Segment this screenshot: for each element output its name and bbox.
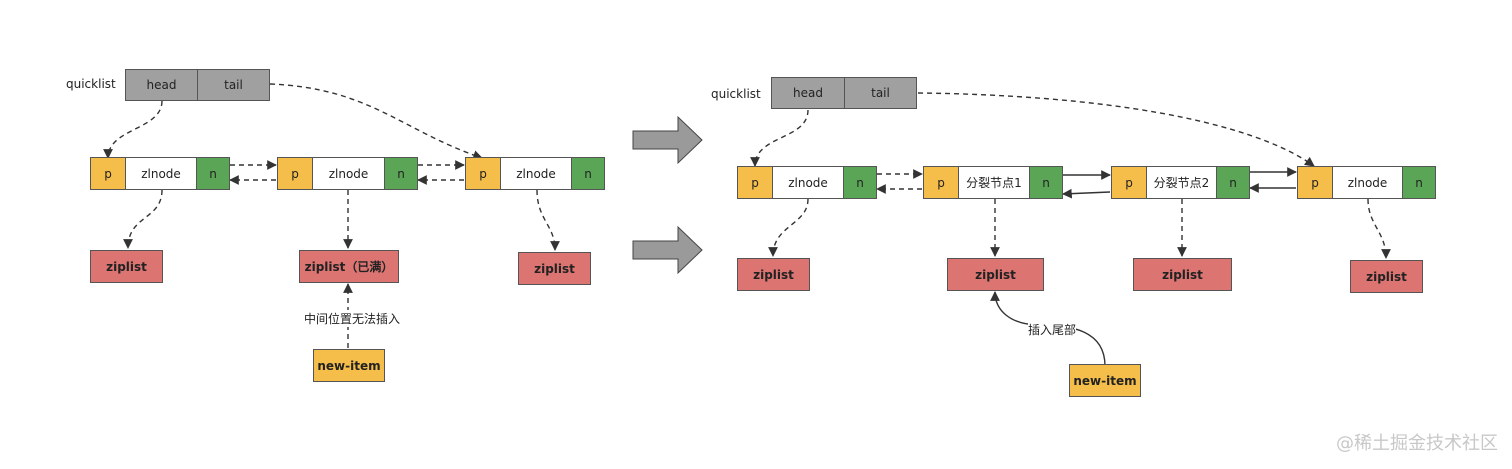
left-new-item: new-item — [313, 349, 385, 382]
right-split-node-2: p 分裂节点2 n — [1111, 166, 1250, 199]
right-node1-name-cell: zlnode — [772, 166, 844, 199]
left-zlnode-2: p zlnode n — [277, 157, 418, 190]
right-node2-next-cell: n — [1029, 166, 1063, 199]
right-zlnode-1: p zlnode n — [737, 166, 877, 199]
right-node3-next-cell: n — [1216, 166, 1250, 199]
left-tail-cell: tail — [197, 69, 270, 101]
right-tail-pointer — [917, 92, 1315, 167]
left-node2-next-cell: n — [384, 157, 418, 190]
right-ziplist-4: ziplist — [1350, 260, 1423, 293]
left-quicklist-header: head tail — [125, 69, 270, 101]
right-split-node-1: p 分裂节点1 n — [923, 166, 1063, 199]
left-tail-pointer — [269, 83, 483, 160]
right-ziplist-2: ziplist — [947, 258, 1044, 291]
transform-arrow-bottom-icon — [632, 225, 703, 275]
left-node1-next-cell: n — [196, 157, 230, 190]
left-node1-name-cell: zlnode — [125, 157, 197, 190]
right-annotation: 插入尾部 — [1028, 321, 1077, 338]
right-quicklist-header: head tail — [771, 77, 917, 109]
left-annotation: 中间位置无法插入 — [304, 310, 401, 327]
right-node3-name-cell: 分裂节点2 — [1146, 166, 1217, 199]
right-ziplist-3: ziplist — [1133, 258, 1232, 291]
right-node1-next-cell: n — [843, 166, 877, 199]
right-node4-name-cell: zlnode — [1332, 166, 1403, 199]
right-new-item: new-item — [1069, 364, 1141, 397]
right-head-pointer — [750, 109, 809, 167]
left-node2-prev-cell: p — [277, 157, 313, 190]
right-node4-next-cell: n — [1402, 166, 1436, 199]
left-node3-prev-cell: p — [465, 157, 501, 190]
right-link-3-2-back — [1062, 188, 1111, 199]
right-node4-ziplist-pointer — [1367, 198, 1391, 259]
left-zlnode-3: p zlnode n — [465, 157, 605, 190]
right-node1-prev-cell: p — [737, 166, 773, 199]
left-node2-name-cell: zlnode — [312, 157, 385, 190]
right-tail-cell: tail — [844, 77, 917, 109]
right-ziplist-1: ziplist — [737, 258, 810, 291]
right-node2-name-cell: 分裂节点1 — [958, 166, 1030, 199]
right-zlnode-4: p zlnode n — [1297, 166, 1436, 199]
right-node4-prev-cell: p — [1297, 166, 1333, 199]
transform-arrow-top-icon — [632, 115, 703, 165]
left-node3-name-cell: zlnode — [500, 157, 572, 190]
right-node1-ziplist-pointer — [768, 198, 809, 257]
right-node2-prev-cell: p — [923, 166, 959, 199]
right-head-cell: head — [771, 77, 845, 109]
left-node1-prev-cell: p — [90, 157, 126, 190]
left-ziplist-3: ziplist — [518, 252, 591, 285]
left-head-pointer — [103, 100, 163, 159]
left-node3-ziplist-pointer — [536, 189, 560, 251]
right-quicklist-label: quicklist — [711, 87, 761, 101]
left-node3-next-cell: n — [571, 157, 605, 190]
right-node3-prev-cell: p — [1111, 166, 1147, 199]
watermark: @稀土掘金技术社区 — [1336, 433, 1498, 454]
left-zlnode-1: p zlnode n — [90, 157, 230, 190]
left-quicklist-label: quicklist — [66, 77, 116, 91]
left-ziplist-1: ziplist — [90, 250, 163, 283]
left-head-cell: head — [125, 69, 198, 101]
left-node1-ziplist-pointer — [123, 189, 163, 249]
left-ziplist-2-full: ziplist（已满） — [299, 250, 399, 283]
